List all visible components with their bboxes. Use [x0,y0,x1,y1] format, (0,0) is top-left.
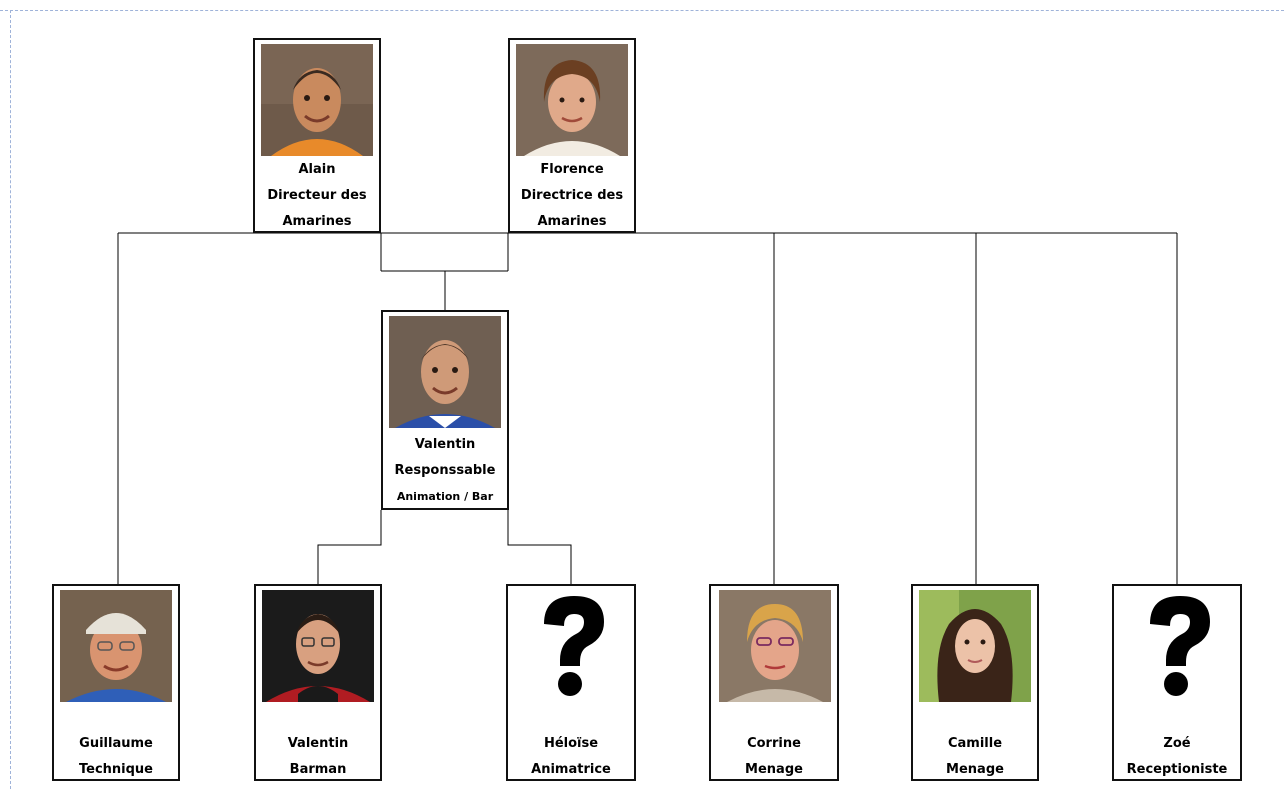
person-name: Camille [947,736,1003,751]
card-florence: Florence Directrice des Amarines [508,38,636,233]
card-corrine: Corrine Menage [709,584,839,781]
photo-icon [60,590,172,702]
person-role: Barman [289,762,347,777]
page-guide-left [10,10,11,789]
photo-icon [389,316,501,428]
person-label: Florence Directrice des Amarines [510,157,634,235]
person-name: Valentin [287,736,349,751]
person-role: Menage [946,762,1004,777]
page-guide-top [0,10,1284,11]
person-role-line1: Responssable [394,463,496,478]
photo-icon [262,590,374,702]
card-guillaume: Guillaume Technique [52,584,180,781]
photo-icon [261,44,373,156]
person-label: Zoé Receptioniste [1114,731,1240,783]
person-label: Camille Menage [913,731,1037,783]
person-label: Guillaume Technique [54,731,178,783]
person-label: Héloïse Animatrice [508,731,634,783]
card-camille: Camille Menage [911,584,1039,781]
person-name: Zoé [1163,736,1191,751]
question-mark-icon [1122,590,1234,702]
card-alain: Alain Directeur des Amarines [253,38,381,233]
person-role-line1: Directrice des [520,188,624,203]
person-name: Florence [540,162,604,177]
connector-valentin-left [317,510,382,584]
person-label: Valentin Barman [256,731,380,783]
connector-valentin-right [507,510,572,584]
person-role: Technique [78,762,153,777]
person-role-line2: Animation / Bar [396,490,494,503]
person-role-line2: Amarines [537,214,607,229]
person-name: Valentin [414,437,476,452]
person-name: Guillaume [79,736,153,751]
person-role-line1: Directeur des [267,188,367,203]
person-role: Menage [745,762,803,777]
person-name: Alain [298,162,336,177]
card-zoe: Zoé Receptioniste [1112,584,1242,781]
person-label: Corrine Menage [711,731,837,783]
card-heloise: Héloïse Animatrice [506,584,636,781]
photo-icon [516,44,628,156]
person-role: Animatrice [531,762,611,777]
person-role-line2: Amarines [282,214,352,229]
person-label: Valentin Responssable Animation / Bar [383,432,507,510]
person-label: Alain Directeur des Amarines [255,157,379,235]
photo-icon [719,590,831,702]
card-valentin-barman: Valentin Barman [254,584,382,781]
card-valentin-responsable: Valentin Responssable Animation / Bar [381,310,509,510]
person-role: Receptioniste [1126,762,1228,777]
photo-icon [919,590,1031,702]
person-name: Héloïse [543,736,599,751]
person-name: Corrine [747,736,801,751]
question-mark-icon [516,590,628,702]
